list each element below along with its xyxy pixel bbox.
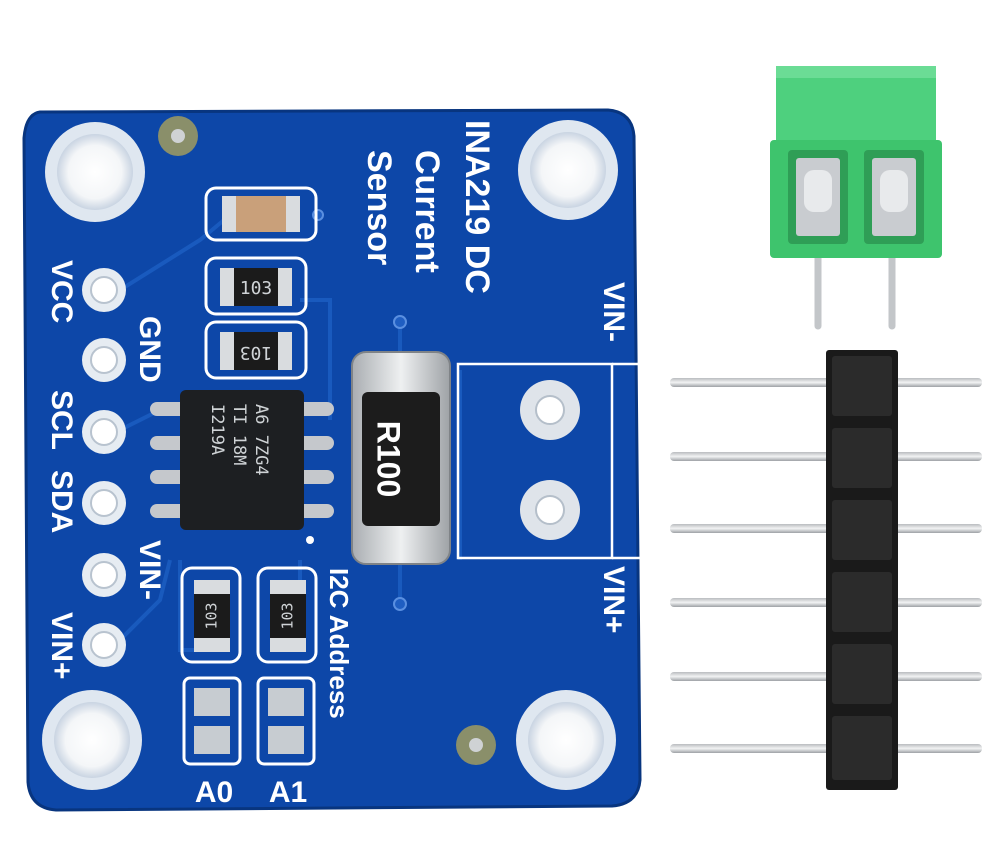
resistor-a0: 103: [180, 566, 242, 664]
terminal-footprint: [456, 362, 640, 560]
label-vin-plus-right: VIN+: [597, 566, 630, 634]
title-line-3: Sensor: [360, 150, 398, 265]
pin-label-gnd: GND: [133, 316, 166, 383]
jumper-a0-label: A0: [195, 776, 233, 809]
resistor-a1-code: 103: [279, 602, 297, 629]
male-pin-header: [670, 350, 982, 790]
resistor-r1: 103: [204, 256, 308, 316]
header-pads: [82, 268, 126, 667]
mounting-hole-top-right: [518, 120, 618, 220]
mounting-hole-top-left: [45, 122, 145, 222]
pin-label-scl: SCL: [45, 390, 78, 450]
smd-capacitor: [204, 186, 318, 242]
jumper-a1-label: A1: [269, 776, 307, 809]
pin-labels: VCC GND SCL SDA VIN- VIN+: [45, 260, 166, 680]
jumper-a0-pads[interactable]: [182, 676, 242, 766]
mounting-hole-bottom-left: [42, 690, 142, 790]
mounting-hole-bottom-right: [516, 690, 616, 790]
pcb-traces: [118, 213, 462, 652]
shunt-resistor: R100: [351, 351, 451, 565]
header-body: [826, 350, 898, 790]
ina219-chip: I219A TI 18M A6 7ZG4: [150, 390, 334, 530]
pin-label-vcc: VCC: [45, 260, 78, 323]
screw-terminal-block: [770, 66, 942, 330]
jumper-a1-pads[interactable]: [256, 676, 316, 766]
ina219-board: VCC GND SCL SDA VIN- VIN+ INA219 DC Curr…: [22, 108, 642, 812]
pin-label-vin-plus: VIN+: [45, 612, 78, 680]
resistor-r2-code: 103: [240, 342, 273, 363]
chip-marking-3: A6 7ZG4: [251, 404, 271, 476]
resistor-a0-code: 103: [203, 602, 221, 629]
resistor-a1: 103: [256, 566, 318, 664]
pin-label-vin-minus: VIN-: [133, 540, 166, 600]
label-vin-minus-right: VIN-: [597, 282, 630, 342]
i2c-address-label: I2C Address: [324, 568, 354, 719]
shunt-value: R100: [371, 421, 407, 498]
chip-marking-2: TI 18M: [229, 404, 249, 465]
chip-marking-1: I219A: [207, 404, 227, 455]
pin-label-sda: SDA: [45, 470, 78, 533]
title-line-1: INA219 DC: [458, 120, 496, 294]
title-line-2: Current: [408, 150, 446, 273]
resistor-r1-code: 103: [240, 278, 273, 299]
resistor-r2: 103: [204, 320, 308, 380]
board-title: INA219 DC Current Sensor: [360, 120, 496, 294]
